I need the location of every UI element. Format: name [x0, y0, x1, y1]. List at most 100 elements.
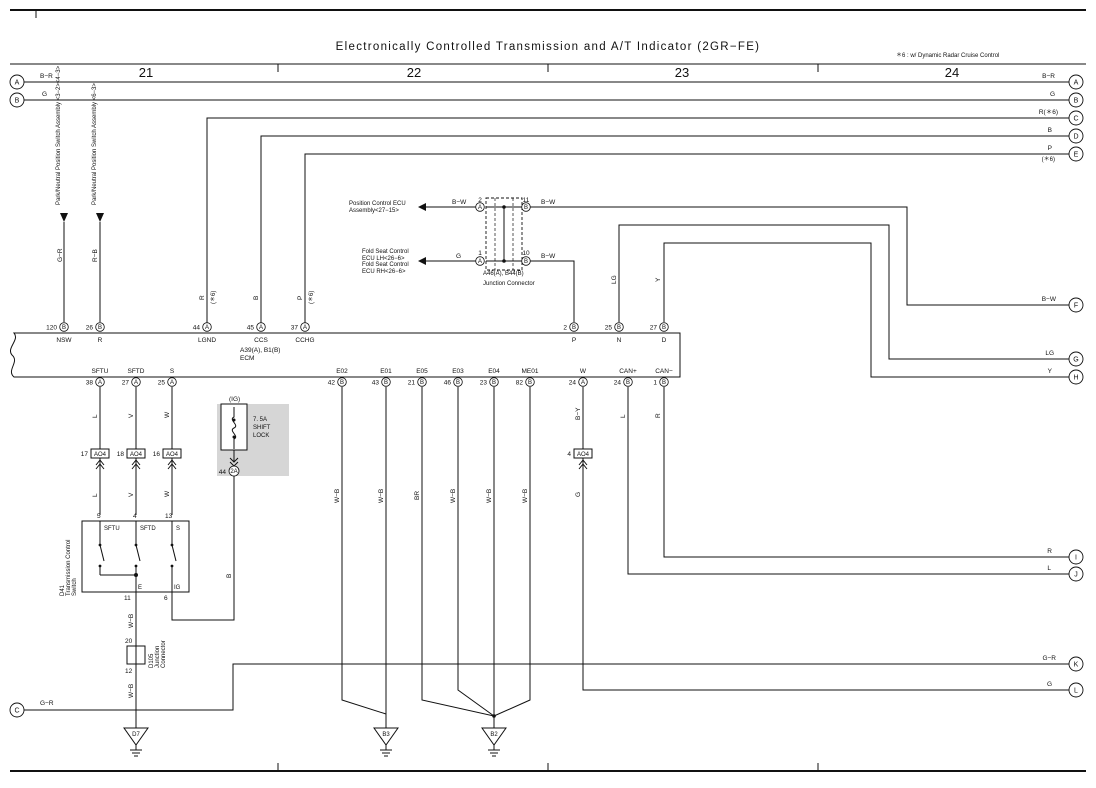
offpage-ref-right-j: J	[1068, 566, 1084, 582]
ecm-pin-p: B2P	[563, 322, 579, 344]
wire-color-label: W−B	[378, 489, 385, 503]
svg-text:44: 44	[193, 325, 201, 332]
svg-text:2: 2	[563, 325, 567, 332]
svg-text:E05: E05	[416, 368, 428, 375]
svg-text:CCHG: CCHG	[295, 337, 314, 344]
svg-text:AO4: AO4	[577, 452, 590, 458]
wire-color-label: (＊6)	[210, 291, 217, 304]
svg-text:A: A	[581, 380, 585, 386]
svg-text:18: 18	[117, 451, 125, 458]
svg-text:7. 5A: 7. 5A	[253, 417, 267, 423]
section-number: 22	[407, 65, 421, 80]
svg-text:Switch: Switch	[72, 578, 78, 596]
wire-color-label: G−R	[1042, 655, 1056, 662]
wire-me01	[493, 387, 531, 717]
shift-lock-fuse: 2A 44 (IG) 7. 5A SHIFT LOCK	[217, 396, 289, 477]
wire-color-label: (＊6)	[308, 291, 315, 304]
svg-text:B: B	[524, 259, 528, 265]
svg-text:D: D	[662, 337, 667, 344]
wire-color-label: B−W	[541, 199, 556, 206]
svg-text:B: B	[62, 325, 66, 331]
wire-d	[663, 242, 1070, 378]
wire-color-label: G	[575, 492, 582, 497]
junction-pin: B 10	[521, 250, 531, 266]
offpage-ref-right-f: F	[1068, 297, 1084, 313]
svg-text:B2: B2	[490, 732, 498, 738]
wire-color-label: L	[92, 493, 99, 497]
svg-text:I: I	[1075, 555, 1077, 562]
svg-text:S: S	[170, 368, 175, 375]
svg-text:C: C	[1073, 116, 1078, 123]
svg-text:26: 26	[86, 325, 94, 332]
svg-text:E01: E01	[380, 368, 392, 375]
wire-color-label: Y	[655, 277, 662, 282]
svg-text:A: A	[205, 325, 209, 331]
wire-color-label: V	[128, 413, 135, 418]
svg-text:A: A	[98, 380, 102, 386]
svg-text:37: 37	[291, 325, 299, 332]
wire-color-label: LG	[611, 275, 618, 284]
svg-text:SFTU: SFTU	[104, 526, 120, 532]
svg-text:4: 4	[567, 451, 571, 458]
wire-color-label: L	[1047, 565, 1051, 572]
wire-color-label: W−B	[128, 684, 135, 698]
junction-pin: A1	[475, 250, 485, 266]
svg-text:B: B	[626, 380, 630, 386]
svg-text:J: J	[1074, 572, 1078, 579]
svg-text:B: B	[492, 380, 496, 386]
svg-text:SFTD: SFTD	[140, 526, 156, 532]
svg-text:E02: E02	[336, 368, 348, 375]
svg-text:B: B	[456, 380, 460, 386]
offpage-ref-right-d: D	[1068, 128, 1084, 144]
svg-text:S: S	[176, 526, 180, 532]
svg-text:27: 27	[650, 325, 658, 332]
svg-text:(IG): (IG)	[229, 396, 240, 403]
svg-text:D7: D7	[132, 732, 140, 738]
footnote: ＊6 : w/ Dynamic Radar Cruise Control	[896, 52, 999, 59]
svg-text:E04: E04	[488, 368, 500, 375]
svg-text:A: A	[15, 80, 20, 87]
svg-text:5: 5	[97, 513, 101, 520]
svg-text:IG: IG	[174, 585, 181, 591]
svg-text:A: A	[170, 380, 174, 386]
svg-text:Junction: Junction	[155, 646, 161, 668]
svg-text:CAN+: CAN+	[619, 368, 637, 375]
section-number: 21	[139, 65, 153, 80]
wire-color-label: BR	[414, 491, 421, 500]
wire-n	[618, 224, 1070, 360]
svg-text:Junction Connector: Junction Connector	[483, 281, 535, 287]
svg-text:13: 13	[165, 513, 173, 520]
wire-can-plus	[627, 387, 1070, 575]
wire-color-label: R(＊6)	[1039, 109, 1058, 116]
wire-ccs	[260, 135, 1070, 326]
section-number: 24	[945, 65, 959, 80]
wire-color-label: R	[199, 295, 206, 300]
junction-pin: B11	[521, 197, 531, 212]
wire-k	[24, 663, 1070, 711]
wire-e03	[457, 387, 495, 717]
position-ecu-label: Position Control ECU	[349, 201, 406, 207]
diagram-title: Electronically Controlled Transmission a…	[336, 41, 761, 53]
wire-e05	[421, 387, 495, 728]
svg-text:B: B	[420, 380, 424, 386]
wire-color-label: Y	[1048, 368, 1053, 375]
wire-color-label: B−R	[40, 73, 53, 80]
wire-color-label: B−R	[1042, 73, 1055, 80]
fold-seat-label: Fold Seat Control	[362, 249, 409, 255]
svg-text:Park/Neutral Position Switch A: Park/Neutral Position Switch Assembly <3…	[56, 65, 62, 205]
svg-text:20: 20	[125, 638, 133, 645]
wire-color-label: B−Y	[575, 407, 582, 420]
svg-text:10: 10	[522, 250, 530, 257]
svg-text:LOCK: LOCK	[253, 433, 269, 439]
svg-text:120: 120	[46, 325, 57, 332]
svg-text:K: K	[1074, 662, 1079, 669]
svg-text:21: 21	[408, 380, 416, 387]
wire-color-label: R	[1047, 548, 1052, 555]
offpage-ref-left-c: C	[9, 702, 25, 718]
